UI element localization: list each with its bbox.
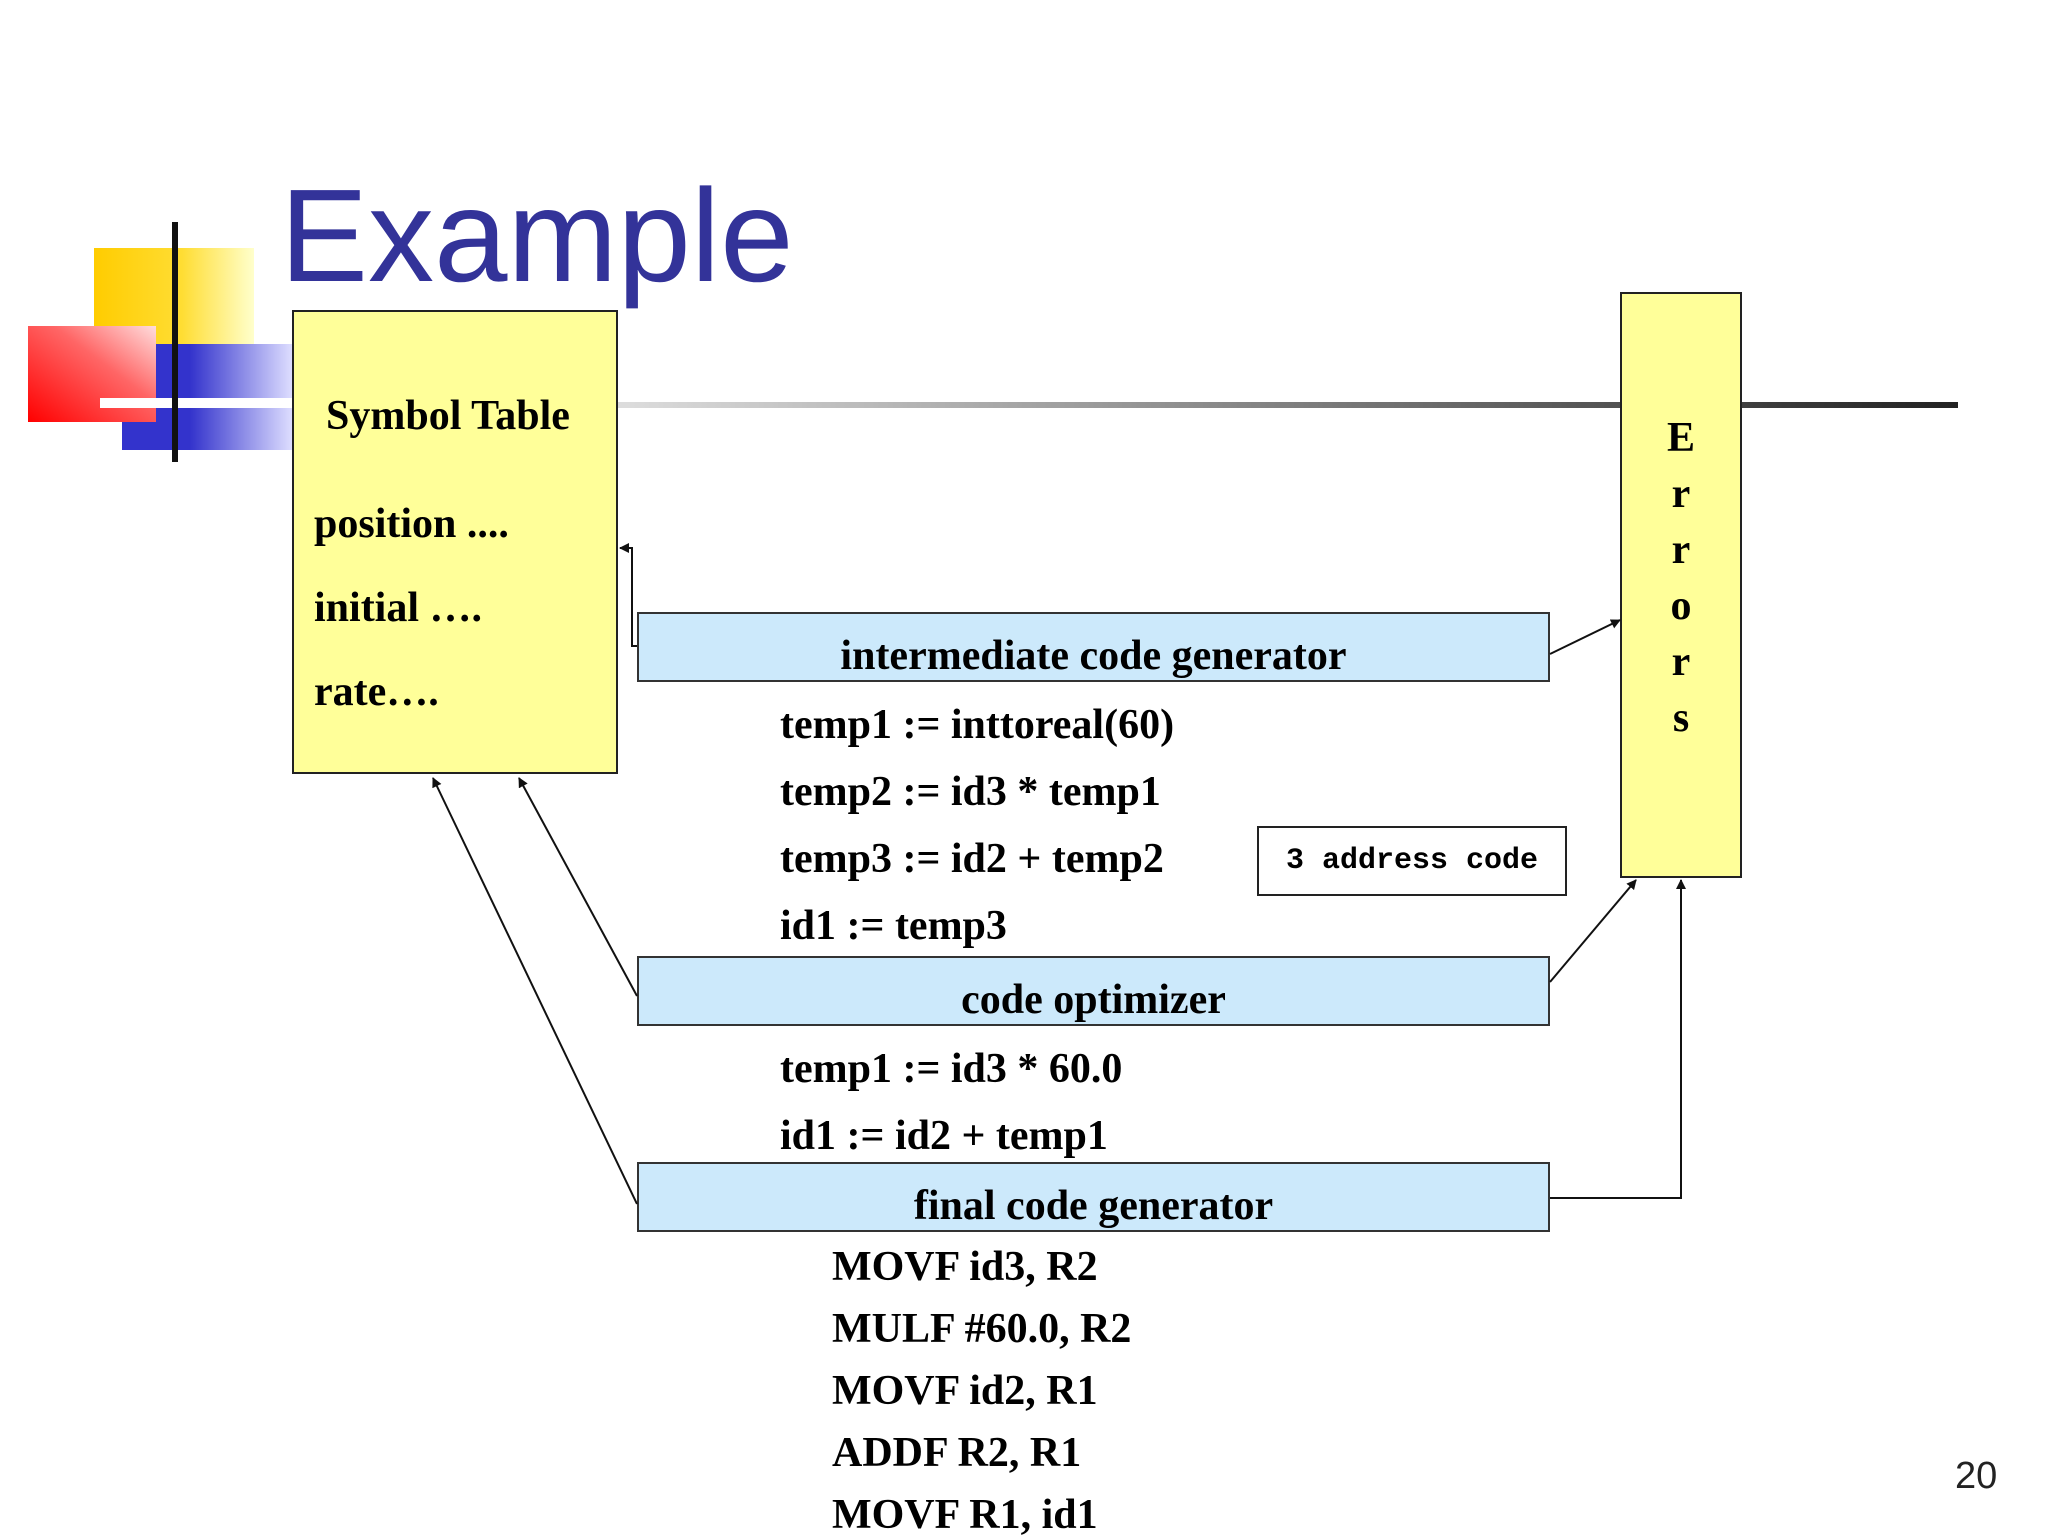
symbol-entry-position: position .... xyxy=(314,501,509,547)
arrow-optimizer-to-symtab xyxy=(518,777,638,997)
slide-title: Example xyxy=(280,162,794,309)
errors-letter: r xyxy=(1671,639,1691,685)
final-code-generator-box: final code generator xyxy=(637,1162,1550,1232)
symbol-table-box: Symbol Table position .... initial …. ra… xyxy=(292,310,618,774)
arrow-final-to-errors xyxy=(1550,879,1686,1199)
intermediate-code-generator-box: intermediate code generator xyxy=(637,612,1550,682)
intermediate-code-line: temp1 := inttoreal(60) xyxy=(780,702,1175,748)
code-optimizer-box: code optimizer xyxy=(637,956,1550,1026)
final-code-line: MOVF R1, id1 xyxy=(832,1492,1098,1538)
optimized-code-line: temp1 := id3 * 60.0 xyxy=(780,1046,1123,1092)
optimized-code-line: id1 := id2 + temp1 xyxy=(780,1113,1108,1159)
errors-box: E r r o r s xyxy=(1620,292,1742,878)
symbol-table-heading: Symbol Table xyxy=(326,393,570,439)
intermediate-code-line: temp2 := id3 * temp1 xyxy=(780,769,1161,815)
errors-letter: r xyxy=(1671,471,1691,517)
symbol-entry-rate: rate…. xyxy=(314,669,439,715)
intermediate-code-line: id1 := temp3 xyxy=(780,903,1007,949)
errors-letter: o xyxy=(1670,583,1692,629)
arrow-intermediate-to-errors xyxy=(1549,619,1621,655)
final-code-line: MOVF id3, R2 xyxy=(832,1244,1098,1290)
page-number: 20 xyxy=(1955,1455,1998,1497)
deco-black-bar xyxy=(172,222,178,462)
intermediate-code-line: temp3 := id2 + temp2 xyxy=(780,836,1164,882)
symbol-entry-initial: initial …. xyxy=(314,585,483,631)
final-code-line: MULF #60.0, R2 xyxy=(832,1306,1132,1352)
errors-letter: E xyxy=(1666,415,1696,461)
errors-letter: s xyxy=(1672,695,1690,741)
arrow-optimizer-to-errors xyxy=(1549,879,1637,983)
final-code-line: ADDF R2, R1 xyxy=(832,1430,1082,1476)
arrow-intermediate-to-symtab xyxy=(619,543,637,647)
arrow-final-to-symtab xyxy=(432,777,638,1205)
errors-letter: r xyxy=(1671,527,1691,573)
final-code-line: MOVF id2, R1 xyxy=(832,1368,1098,1414)
title-rule xyxy=(618,402,1958,408)
three-address-code-label: 3 address code xyxy=(1257,826,1567,896)
deco-white-bar xyxy=(100,398,292,408)
